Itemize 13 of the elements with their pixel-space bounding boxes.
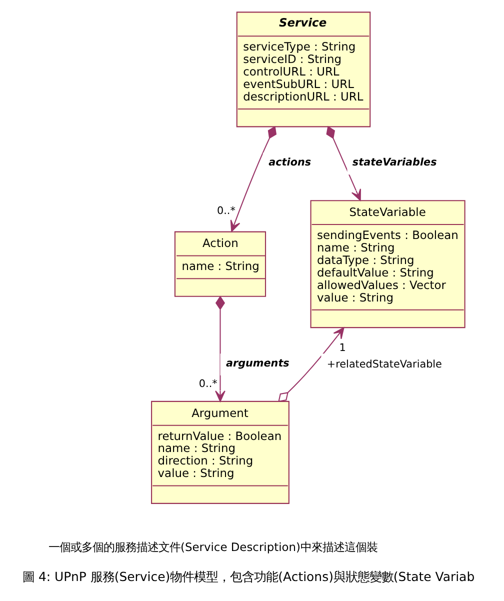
node-label: 1 (338, 342, 346, 354)
edge-label: actions (268, 156, 311, 169)
edge-label: +relatedStateVariable (326, 358, 442, 371)
edge-label: stateVariables (352, 156, 436, 169)
node-label: 0..* (216, 204, 235, 217)
arrow (214, 296, 225, 402)
label: 一個或多個的服務描述文件(Service Description)中來描述這個裝 (48, 540, 377, 554)
arrow (230, 126, 276, 232)
edge-label: arguments (225, 358, 289, 370)
node-label: 0..* (198, 378, 217, 390)
caption: 圖 4: UPnP 服務(Service)物件模型，包含功能(Actions)與狀態變數(State Variab (22, 569, 474, 584)
arrow (326, 126, 360, 201)
arrow (278, 327, 344, 402)
